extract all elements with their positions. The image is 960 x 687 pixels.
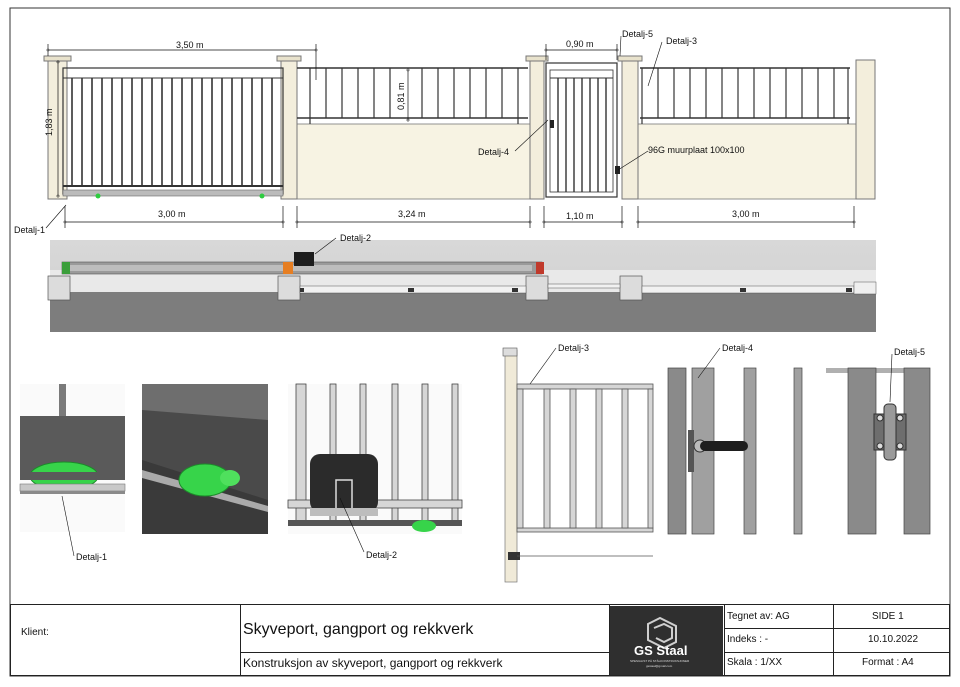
detail-4-callout: Detalj-4 [478, 147, 510, 157]
detail-3-view [502, 347, 654, 583]
detail-2-callout: Detalj-2 [340, 233, 372, 243]
logo-tagline: SPESIALIST PÅ STÅLKONSTRUKSJONER [630, 659, 690, 663]
subtitle-cell: Konstruksjon av skyveport, gangport og r… [241, 653, 610, 675]
detail-1-perspective [142, 384, 268, 534]
paper-format: Format : A4 [862, 657, 914, 668]
detail-3-callout: Detalj-3 [558, 343, 590, 353]
detail-5-callout: Detalj-5 [894, 347, 926, 357]
drawn-by-cell: Tegnet av: AG [724, 605, 834, 629]
page-cell: SIDE 1 [834, 605, 949, 629]
client-cell: Klient: [11, 605, 241, 675]
logo-cell: GS Staal SPESIALIST PÅ STÅLKONSTRUKSJONE… [610, 605, 724, 675]
dimension-label: 3,24 m [398, 209, 426, 219]
date: 10.10.2022 [868, 634, 919, 645]
front-elevation [43, 35, 876, 229]
client-label: Klient: [21, 627, 49, 638]
detail-2-callout: Detalj-2 [366, 550, 398, 560]
logo-email: gsstaal@gmail.com [646, 664, 673, 668]
detail-3-callout: Detalj-3 [666, 36, 698, 46]
title-cell: Skyveport, gangport og rekkverk [241, 605, 610, 653]
dimension-label: 1,83 m [44, 108, 54, 136]
index-cell: Indeks : - [724, 629, 834, 653]
wall-plate-callout: 96G muurplaat 100x100 [648, 145, 745, 155]
dimension-label: 3,00 m [732, 209, 760, 219]
plan-view [47, 237, 877, 332]
scale-cell: Skala : 1/XX [724, 653, 834, 675]
detail-1-callout: Detalj-1 [14, 225, 46, 235]
dimension-label: 0,81 m [396, 82, 406, 110]
page-number: SIDE 1 [872, 611, 904, 622]
dimension-label: 0,90 m [566, 39, 594, 49]
detail-4-callout: Detalj-4 [722, 343, 754, 353]
detail-1-view [19, 384, 126, 557]
dimension-label: 3,50 m [176, 40, 204, 50]
dimension-label: 3,00 m [158, 209, 186, 219]
detail-1-callout: Detalj-1 [76, 552, 108, 562]
format-cell: Format : A4 [834, 653, 949, 675]
detail-5-view [826, 353, 931, 535]
revision-index: Indeks : - [727, 634, 769, 645]
detail-5-callout: Detalj-5 [622, 29, 654, 39]
date-cell: 10.10.2022 [834, 629, 949, 653]
drawing-subtitle: Konstruksjon av skyveport, gangport og r… [243, 656, 503, 670]
logo-name: GS Staal [634, 643, 688, 658]
drawn-by: Tegnet av: AG [727, 611, 790, 622]
scale: Skala : 1/XX [727, 657, 783, 668]
detail-2-view [287, 383, 463, 553]
drawing-title: Skyveport, gangport og rekkverk [243, 621, 474, 638]
gs-staal-logo-mark [609, 606, 723, 676]
sheet-border [9, 7, 951, 677]
dimension-label: 1,10 m [566, 211, 594, 221]
detail-4-view [667, 347, 803, 535]
title-block: Klient: Skyveport, gangport og rekkverk … [10, 604, 950, 676]
